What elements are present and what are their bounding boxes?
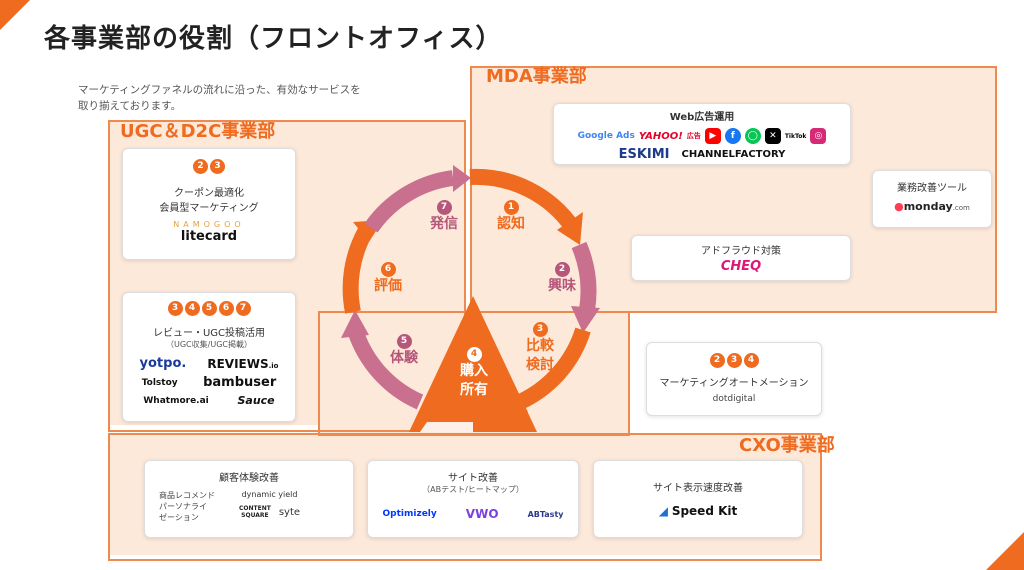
optimizely-logo: Optimizely [382, 509, 437, 519]
card-web-ads: Web広告運用 Google Ads YAHOO! 広告 ▶ f ◯ ✕ Tik… [553, 103, 851, 165]
card-mkt-auto-title: マーケティングオートメーション [659, 378, 809, 389]
contentsquare-logo: CONTENT SQUARE [239, 505, 271, 519]
card-review-title: レビュー・UGC投稿活用 [152, 328, 266, 339]
namogoo-logo: NAMOGOO [173, 220, 245, 229]
cycle-step-1: 1 認知 [497, 200, 525, 232]
syte-logo: syte [278, 506, 301, 518]
vwo-logo: VWO [465, 507, 499, 521]
cycle-arc-3 [516, 327, 591, 410]
card-site-title: サイト改善 [448, 473, 498, 484]
cx-logos: dynamic yield CONTENT SQUARE syte [239, 490, 300, 523]
cxo-frame [108, 433, 822, 561]
cycle-step-5: 5 体験 [390, 334, 418, 366]
card-coupon: 2 3 クーポン最適化 会員型マーケティング NAMOGOO litecard [122, 148, 296, 260]
cycle-step-3: 3 比較 検討 [526, 322, 554, 373]
cycle-arc-1 [469, 168, 580, 233]
instagram-icon: ◎ [810, 128, 827, 144]
cycle-step-2: 2 興味 [548, 262, 576, 294]
review-logo-row-1: yotpo. REVIEWS.io [123, 356, 295, 371]
cx-text: 商品レコメンド パーソナライ ゼーション [159, 491, 215, 522]
cycle-arrow-1 [557, 212, 583, 245]
card-ad-fraud: アドフラウド対策 CHEQ [631, 235, 851, 281]
card-review-sub: （UGC収集/UGC掲載） [166, 340, 252, 349]
litecard-logo: litecard [180, 229, 238, 244]
web-ads-logo-row-2: ESKIMI CHANNELFACTORY [554, 147, 850, 162]
yotpo-logo: yotpo. [139, 356, 187, 371]
x-icon: ✕ [764, 128, 781, 144]
corner-accent-top-left [0, 0, 30, 30]
line-icon: ◯ [744, 128, 761, 144]
card-cx-title: 顧客体験改善 [219, 473, 279, 484]
cheq-logo: CHEQ [720, 259, 762, 274]
intro-text: マーケティングファネルの流れに沿った、有効なサービスを 取り揃えております。 [78, 84, 361, 112]
abtasty-logo: ABTasty [527, 509, 564, 519]
cycle-step-6: 6 評価 [374, 262, 402, 294]
card-ad-fraud-title: アドフラウド対策 [701, 246, 781, 257]
funnel-cycle-diagram [341, 165, 600, 432]
card-cx: 顧客体験改善 商品レコメンド パーソナライ ゼーション dynamic yiel… [144, 460, 354, 538]
cycle-step-4: 4 購入 所有 [460, 347, 488, 398]
cycle-arc-7 [364, 170, 455, 233]
card-site: サイト改善 （ABテスト/ヒートマップ） Optimizely VWO ABTa… [367, 460, 579, 538]
youtube-icon: ▶ [704, 128, 721, 144]
monday-logo: ●monday.com [894, 200, 970, 213]
cycle-arc-6 [342, 228, 373, 314]
cycle-arrow-7 [453, 165, 471, 192]
cycle-arrow-5 [341, 310, 369, 338]
card-ops-tool: 業務改善ツール ●monday.com [872, 170, 992, 228]
dotdigital-logo: dotdigital [712, 394, 756, 404]
cycle-step-7: 7 発信 [430, 200, 458, 232]
google-ads-logo: Google Ads [577, 131, 635, 141]
section-label-ugc: UGC＆D2C事業部 [120, 121, 276, 142]
ugc-frame [108, 120, 466, 432]
purchase-triangle [409, 296, 537, 432]
section-label-cxo: CXO事業部 [739, 435, 835, 456]
whatmore-logo: Whatmore.ai [143, 395, 209, 406]
monday-icon: ● [894, 200, 904, 213]
coupon-steps: 2 3 [123, 159, 295, 174]
cycle-arc-5 [347, 327, 424, 410]
card-review: 3 4 5 6 7 レビュー・UGC投稿活用 （UGC収集/UGC掲載） yot… [122, 292, 296, 422]
page-title: 各事業部の役割（フロントオフィス） [44, 24, 503, 54]
speedkit-logo: ◢ Speed Kit [658, 504, 738, 518]
review-logo-row-2: Tolstoy bambuser [123, 375, 295, 390]
yahoo-ads-suffix: 広告 [686, 132, 701, 140]
tiktok-icon: TikTok [784, 132, 807, 140]
purchase-triangle-tip [420, 422, 473, 432]
card-speed-title: サイト表示速度改善 [653, 483, 743, 494]
facebook-icon: f [724, 128, 741, 144]
cycle-arrow-2 [571, 306, 600, 333]
eskimi-logo: ESKIMI [618, 147, 670, 162]
card-marketing-automation: 2 3 4 マーケティングオートメーション dotdigital [646, 342, 822, 416]
section-label-mda: MDA事業部 [486, 66, 587, 87]
card-web-ads-title: Web広告運用 [669, 112, 735, 123]
cx-content: 商品レコメンド パーソナライ ゼーション dynamic yield CONTE… [145, 490, 353, 523]
card-site-sub: （ABテスト/ヒートマップ） [422, 485, 524, 494]
web-ads-logo-row-1: Google Ads YAHOO! 広告 ▶ f ◯ ✕ TikTok ◎ [554, 128, 850, 144]
sauce-logo: Sauce [237, 394, 275, 407]
card-coupon-title-2: 会員型マーケティング [159, 203, 259, 214]
dynamic-yield-logo: dynamic yield [241, 490, 298, 499]
speedkit-icon: ◢ [658, 504, 668, 518]
mkt-auto-steps: 2 3 4 [647, 353, 821, 368]
channelfactory-logo: CHANNELFACTORY [681, 149, 786, 160]
reviews-io-logo: REVIEWS.io [207, 356, 279, 371]
card-speed: サイト表示速度改善 ◢ Speed Kit [593, 460, 803, 538]
site-logo-row: Optimizely VWO ABTasty [368, 507, 578, 521]
corner-accent-bottom-right [986, 532, 1024, 570]
bambuser-logo: bambuser [203, 375, 277, 390]
yahoo-logo: YAHOO! [638, 130, 683, 142]
cycle-arc-2 [571, 241, 597, 312]
card-coupon-title-1: クーポン最適化 [174, 188, 244, 199]
review-logo-row-3: Whatmore.ai Sauce [123, 394, 295, 407]
mda-frame [470, 66, 997, 313]
card-ops-tool-title: 業務改善ツール [897, 183, 967, 194]
review-steps: 3 4 5 6 7 [123, 301, 295, 316]
tolstoy-logo: Tolstoy [141, 377, 178, 388]
